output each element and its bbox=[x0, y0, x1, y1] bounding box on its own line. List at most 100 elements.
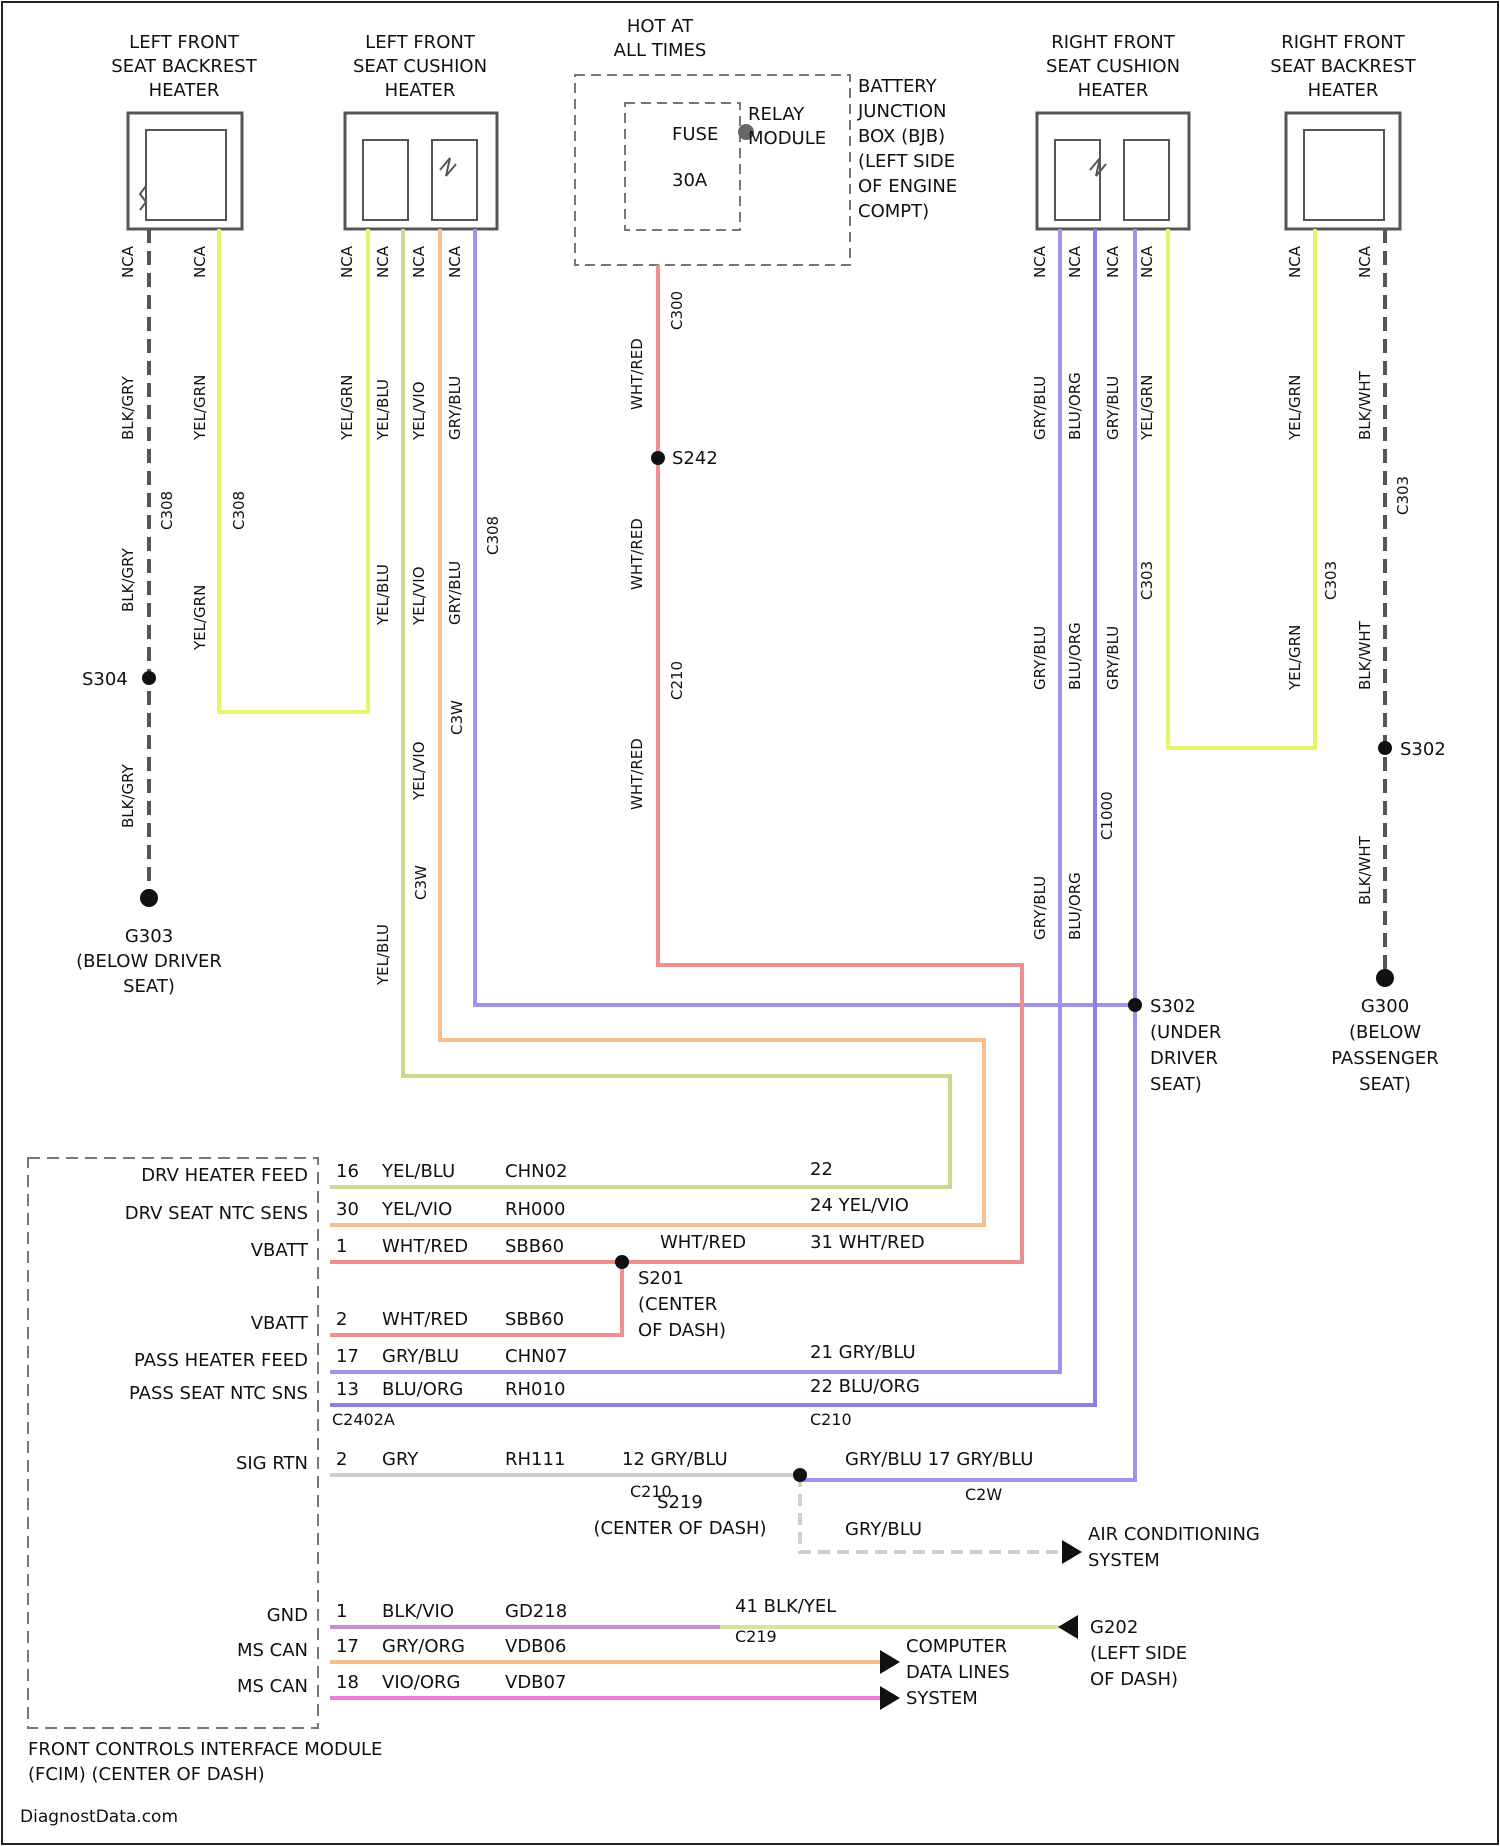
fcim-wire-color: BLK/VIO bbox=[382, 1601, 454, 1622]
connector-label: NCA bbox=[1104, 245, 1122, 278]
ground-g303 bbox=[140, 889, 158, 907]
wire-rf-gnd bbox=[800, 229, 1135, 1480]
fcim-wire-color: GRY/ORG bbox=[382, 1636, 465, 1657]
wire-lf-backrest-feed bbox=[219, 229, 368, 712]
fcim-pin-number: 13 bbox=[336, 1379, 359, 1400]
connector-label: NCA bbox=[410, 245, 428, 278]
wire-label: GRY/BLU bbox=[1104, 376, 1122, 440]
connector-label: C308 bbox=[158, 491, 176, 530]
harness-label: WHT/RED bbox=[660, 1232, 746, 1253]
fcim-pin-number: 17 bbox=[336, 1636, 359, 1657]
connector-label: NCA bbox=[374, 245, 392, 278]
wire-label: YEL/BLU bbox=[374, 924, 392, 986]
wire-label: BLK/GRY bbox=[119, 375, 137, 440]
fcim-wire-color: BLU/ORG bbox=[382, 1379, 463, 1400]
connector-label: C1000 bbox=[1098, 791, 1116, 840]
harness-label: C210 bbox=[630, 1482, 672, 1501]
harness-label: 22 bbox=[810, 1159, 833, 1180]
fuse-label: FUSE30A bbox=[672, 124, 718, 191]
wire-label: YEL/GRN bbox=[191, 375, 209, 441]
fcim-circuit: VDB06 bbox=[505, 1636, 566, 1657]
wire-label: GRY/BLU bbox=[1031, 626, 1049, 690]
s304-label: S304 bbox=[82, 669, 128, 690]
wire-label: BLK/GRY bbox=[119, 547, 137, 612]
fcim-circuit: RH010 bbox=[505, 1379, 565, 1400]
splice-s219 bbox=[793, 1468, 807, 1482]
brand-watermark: DiagnostData.com bbox=[20, 1807, 178, 1827]
connector-label: C210 bbox=[668, 661, 686, 700]
rf-backrest-title: RIGHT FRONTSEAT BACKRESTHEATER bbox=[1270, 32, 1416, 101]
vertical-wire-labels: BLK/GRY YEL/GRN BLK/GRY YEL/GRN BLK/GRY … bbox=[119, 338, 1374, 986]
wire-vbatt-main bbox=[330, 265, 1022, 1262]
harness-label: C2W bbox=[965, 1485, 1002, 1504]
fcim-pin-label: DRV SEAT NTC SENS bbox=[125, 1203, 308, 1224]
wire-label: YEL/GRN bbox=[191, 585, 209, 651]
ground-g300 bbox=[1376, 969, 1394, 987]
connector-label: C3W bbox=[448, 700, 466, 735]
connector-label: NCA bbox=[1356, 245, 1374, 278]
splice-s304 bbox=[142, 671, 156, 685]
connector-label: C303 bbox=[1138, 561, 1156, 600]
connector-label: NCA bbox=[191, 245, 209, 278]
wire-label: BLU/ORG bbox=[1066, 872, 1084, 940]
wire-vbatt-2 bbox=[330, 1262, 622, 1335]
fcim-wire-color: VIO/ORG bbox=[382, 1672, 460, 1693]
fcim-connector: C2402A bbox=[332, 1410, 395, 1429]
harness-label: GRY/BLU 17 GRY/BLU bbox=[845, 1449, 1033, 1470]
fcim-wire-color: GRY/BLU bbox=[382, 1346, 459, 1367]
splice-s302 bbox=[1128, 998, 1142, 1012]
wire-label: WHT/RED bbox=[628, 338, 646, 410]
wire-label: YEL/GRN bbox=[1286, 375, 1304, 441]
lf-backrest-heater bbox=[128, 113, 242, 229]
wire-label: BLK/GRY bbox=[119, 763, 137, 828]
fcim-pin-label: GND bbox=[267, 1605, 308, 1626]
fcim-circuit: CHN02 bbox=[505, 1161, 567, 1182]
wire-label: BLU/ORG bbox=[1066, 622, 1084, 690]
fcim-pin-label: MS CAN bbox=[237, 1676, 308, 1697]
harness-label: C210 bbox=[810, 1410, 852, 1429]
connector-label: C308 bbox=[230, 491, 248, 530]
fcim-pin-number: 1 bbox=[336, 1236, 347, 1257]
harness-label: GRY/BLU bbox=[845, 1519, 922, 1540]
fcim-pins: DRV HEATER FEEDDRV SEAT NTC SENSVBATTVBA… bbox=[125, 1165, 309, 1697]
wire-label: YEL/BLU bbox=[374, 379, 392, 441]
fcim-circuit: CHN07 bbox=[505, 1346, 567, 1367]
fcim-wire-color: GRY bbox=[382, 1449, 419, 1470]
lf-backrest-title: LEFT FRONTSEAT BACKRESTHEATER bbox=[111, 32, 257, 101]
splices bbox=[140, 451, 1394, 1710]
splice-s302-right bbox=[1378, 741, 1392, 755]
wire-label: YEL/GRN bbox=[1286, 625, 1304, 691]
connector-label: C300 bbox=[668, 291, 686, 330]
bjb-box bbox=[575, 75, 850, 265]
harness-label: 22 BLU/ORG bbox=[810, 1376, 920, 1397]
fcim-pin-number: 2 bbox=[336, 1309, 347, 1330]
wire-label: YEL/BLU bbox=[374, 564, 392, 626]
s242-label: S242 bbox=[672, 448, 718, 469]
splice-s201 bbox=[615, 1255, 629, 1269]
wire-label: BLU/ORG bbox=[1066, 372, 1084, 440]
connector-label: C303 bbox=[1394, 476, 1412, 515]
wire-label: WHT/RED bbox=[628, 518, 646, 590]
fcim-circuit: GD218 bbox=[505, 1601, 567, 1622]
fcim-circuit: SBB60 bbox=[505, 1236, 564, 1257]
wire-label: GRY/BLU bbox=[1031, 376, 1049, 440]
connector-label: NCA bbox=[119, 245, 137, 278]
wire-label: BLK/WHT bbox=[1356, 370, 1374, 440]
fcim-wire-color: YEL/VIO bbox=[381, 1199, 452, 1220]
connector-label: C308 bbox=[484, 516, 502, 555]
connector-label: C3W bbox=[412, 865, 430, 900]
fcim-wire-color: YEL/BLU bbox=[381, 1161, 455, 1182]
wire-label: GRY/BLU bbox=[446, 376, 464, 440]
relay-module-label: RELAYMODULE bbox=[748, 104, 826, 149]
rf-backrest-heater bbox=[1286, 113, 1400, 229]
splice-s242 bbox=[651, 451, 665, 465]
fcim-circuit: SBB60 bbox=[505, 1309, 564, 1330]
rf-cushion-heater bbox=[1037, 113, 1189, 229]
